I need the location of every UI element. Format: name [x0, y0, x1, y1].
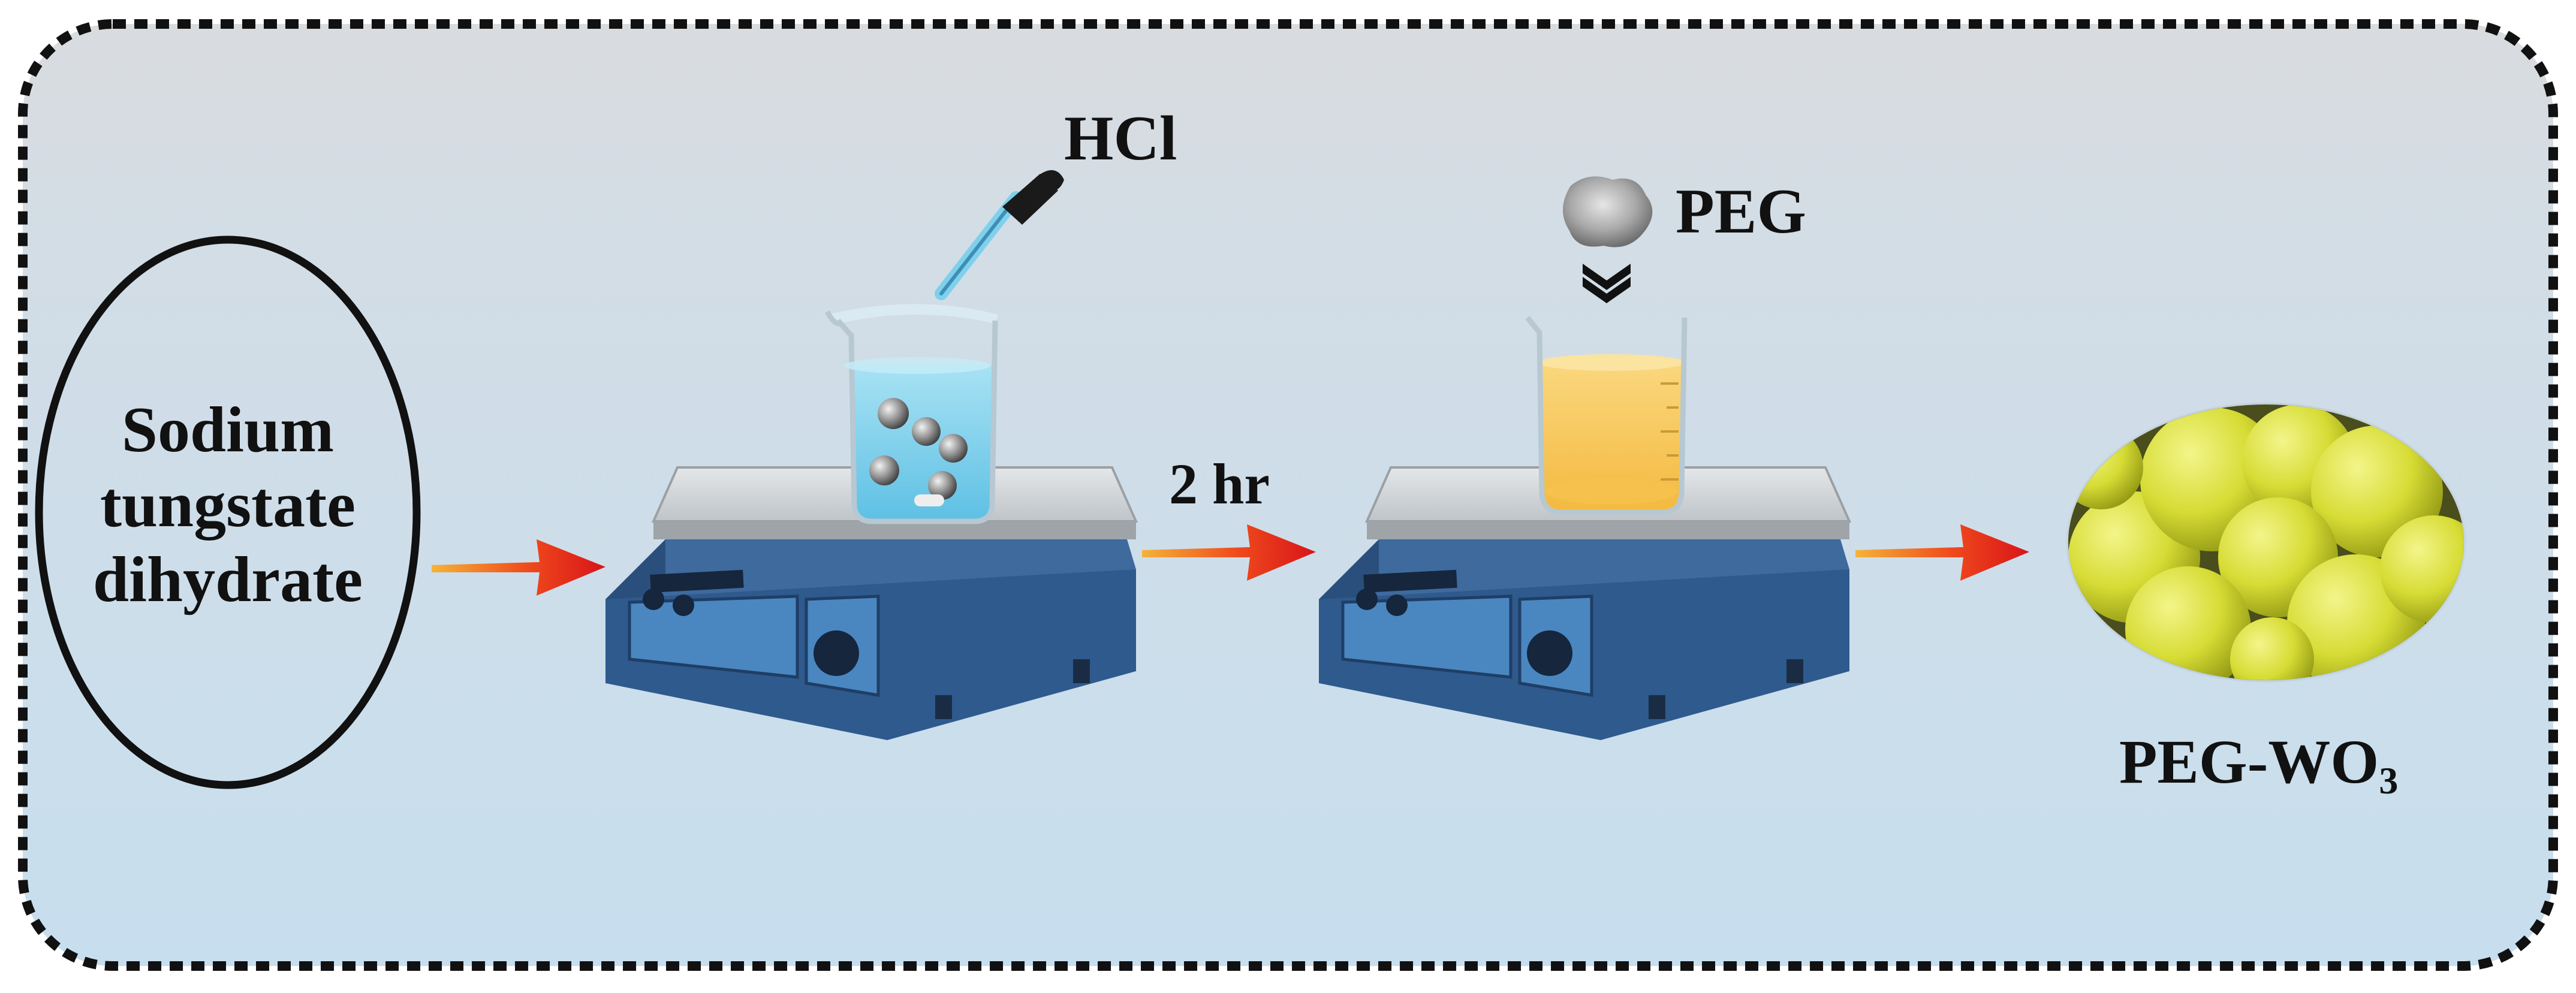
stir-ball	[912, 417, 941, 446]
dashed-frame	[18, 19, 2558, 971]
precursor-line: Sodium	[121, 394, 335, 466]
product-label-main: PEG-WO	[2119, 728, 2379, 796]
arrow-3	[1855, 524, 2029, 581]
precursor-label: Sodium tungstate dihydrate	[48, 393, 408, 617]
product-label-subscript: 3	[2379, 759, 2399, 802]
precursor-ellipse	[35, 236, 421, 789]
time-label: 2 hr	[1169, 452, 1270, 516]
arrow-2	[1142, 524, 1316, 581]
additive-label: PEG	[1676, 176, 1806, 246]
stir-ball	[878, 398, 909, 429]
background-panel	[23, 24, 2553, 966]
product-label: PEG-WO3	[2119, 731, 2398, 800]
arrow-1	[432, 539, 605, 596]
precursor-line: dihydrate	[92, 544, 363, 615]
stir-ball	[928, 471, 957, 500]
stir-ball	[869, 455, 899, 485]
beaker-icon	[1516, 301, 1694, 515]
beaker-icon	[824, 304, 998, 524]
powder-icon	[1562, 176, 1653, 248]
dropper-icon	[935, 170, 1064, 300]
particles-icon	[2065, 402, 2467, 683]
precursor-line: tungstate	[100, 469, 355, 541]
stir-ball	[939, 434, 968, 463]
hotplate-icon	[605, 466, 1138, 740]
reagent-label: HCl	[1064, 103, 1177, 173]
down-chevrons-icon	[1583, 264, 1631, 303]
